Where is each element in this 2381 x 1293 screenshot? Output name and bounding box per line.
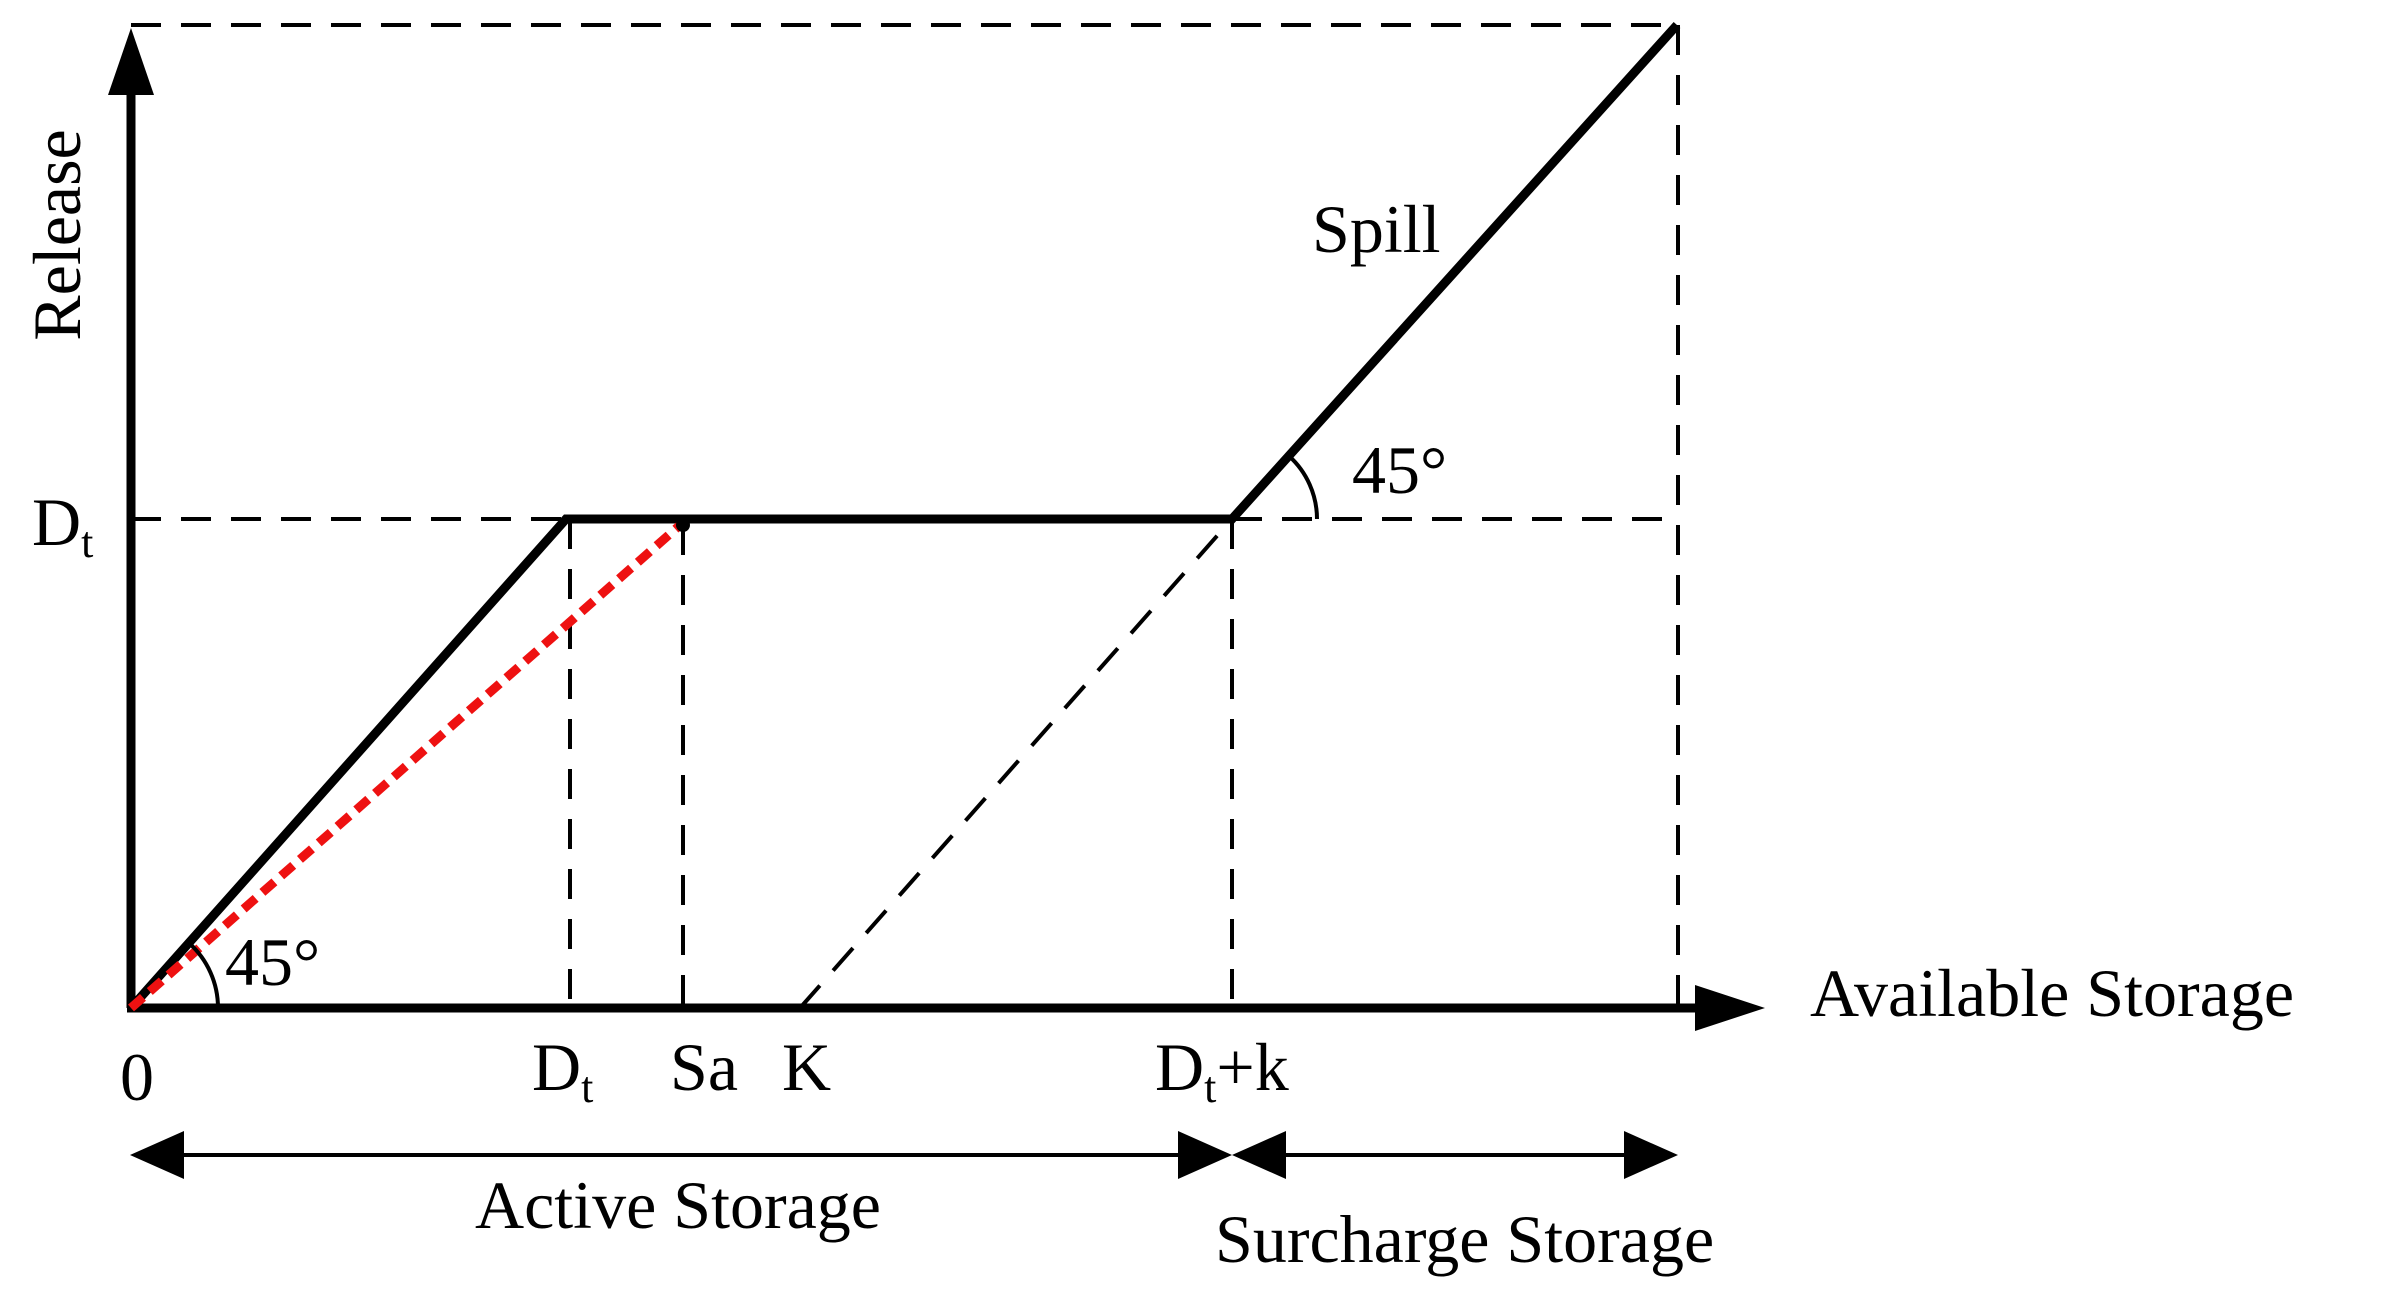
angle-arc-lower [187,941,221,1009]
active-storage-arrowhead-right [1178,1131,1232,1179]
sa-point [676,518,690,532]
angle-label-upper: 45° [1352,432,1447,508]
hedging-rule-line [128,522,682,1012]
dashed-guides [131,23,1680,1010]
angle-arc-upper [1287,454,1319,520]
angle-label-lower: 45° [225,924,320,1000]
y-axis-label: Release [19,129,95,340]
operation-rule-curve [127,21,1681,1011]
active-storage-label: Active Storage [475,1167,881,1243]
x-k-label: K [782,1029,831,1105]
y-axis-arrowhead [108,28,154,95]
spill-label: Spill [1312,191,1441,267]
x-dtk-label: Dt+k [1155,1029,1289,1112]
surcharge-storage-label: Surcharge Storage [1215,1201,1714,1277]
x-dt-label: Dt [532,1029,593,1112]
k-diagonal-dashed-line [798,517,1234,1010]
x-axis-label: Available Storage [1810,955,2294,1031]
active-storage-arrowhead-left [130,1131,184,1179]
x-axis-arrowhead [1695,985,1765,1031]
x-sa-label: Sa [670,1029,738,1105]
origin-label: 0 [120,1039,154,1115]
surcharge-storage-arrowhead-left [1232,1131,1286,1179]
surcharge-storage-arrowhead-right [1624,1131,1678,1179]
y-dt-label: Dt [32,484,93,567]
